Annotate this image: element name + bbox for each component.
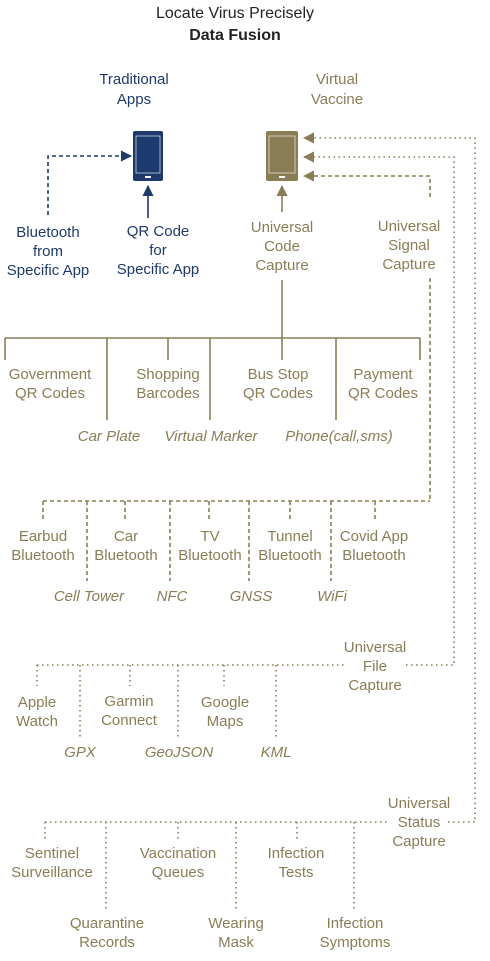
garmin-connect-label-1: Garmin <box>104 693 153 710</box>
signal-capture-tree <box>42 278 431 581</box>
vaccination-queues-label-1: Vaccination <box>140 845 216 862</box>
car-plate-label: Car Plate <box>78 428 141 445</box>
status-capture-tree <box>44 821 388 910</box>
qr-label-2: for <box>149 242 167 259</box>
file-capture-label-3: Capture <box>348 677 401 694</box>
code-capture-label-1: Universal <box>251 219 314 236</box>
geojson-label: GeoJSON <box>145 744 214 761</box>
qr-label-3: Specific App <box>117 261 200 278</box>
garmin-connect-label-2: Connect <box>101 712 158 729</box>
tunnel-bluetooth-label-1: Tunnel <box>267 528 312 545</box>
code-capture-tree <box>4 280 421 420</box>
signal-capture-arrow <box>302 170 431 197</box>
wearing-mask-label-2: Mask <box>218 934 254 951</box>
covid-app-bluetooth-label-1: Covid App <box>340 528 408 545</box>
tv-bluetooth-label-2: Bluetooth <box>178 547 241 564</box>
apple-watch-label-2: Watch <box>16 713 58 730</box>
virtual-marker-label: Virtual Marker <box>164 428 258 445</box>
google-maps-label-2: Maps <box>207 713 244 730</box>
status-capture-arrow <box>302 132 476 823</box>
virtual-vaccine-label-2: Vaccine <box>311 91 363 108</box>
tunnel-bluetooth-label-2: Bluetooth <box>258 547 321 564</box>
infection-tests-label-2: Tests <box>278 864 313 881</box>
code-capture-label-3: Capture <box>255 257 308 274</box>
file-capture-arrow <box>302 151 455 666</box>
earbud-bluetooth-label-1: Earbud <box>19 528 67 545</box>
bluetooth-label-1: Bluetooth <box>16 224 79 241</box>
infection-symptoms-label-2: Symptoms <box>320 934 391 951</box>
phone-call-sms-label: Phone(call,sms) <box>285 428 393 445</box>
apple-watch-label-1: Apple <box>18 694 56 711</box>
gpx-label: GPX <box>64 744 97 761</box>
virtual-vaccine-label-1: Virtual <box>316 71 358 88</box>
smartphone-navy-icon <box>133 131 163 181</box>
wearing-mask-label-1: Wearing <box>208 915 264 932</box>
bus-stop-qr-label-1: Bus Stop <box>248 366 309 383</box>
bluetooth-label-2: from <box>33 243 63 260</box>
sentinel-surveillance-label-2: Surveillance <box>11 864 93 881</box>
government-qr-label-2: QR Codes <box>15 385 85 402</box>
kml-label: KML <box>261 744 292 761</box>
signal-capture-label-1: Universal <box>378 218 441 235</box>
earbud-bluetooth-label-2: Bluetooth <box>11 547 74 564</box>
smartphone-olive-icon <box>266 131 298 181</box>
infection-symptoms-label-1: Infection <box>327 915 384 932</box>
traditional-apps-label-2: Apps <box>117 91 151 108</box>
gnss-label: GNSS <box>230 588 273 605</box>
file-capture-label-2: File <box>363 658 387 675</box>
google-maps-label-1: Google <box>201 694 249 711</box>
bluetooth-arrow <box>47 150 133 215</box>
signal-capture-label-3: Capture <box>382 256 435 273</box>
bus-stop-qr-label-2: QR Codes <box>243 385 313 402</box>
quarantine-records-label-1: Quarantine <box>70 915 144 932</box>
code-capture-label-2: Code <box>264 238 300 255</box>
traditional-apps-label-1: Traditional <box>99 71 168 88</box>
file-capture-label-1: Universal <box>344 639 407 656</box>
sentinel-surveillance-label-1: Sentinel <box>25 845 79 862</box>
payment-qr-label-2: QR Codes <box>348 385 418 402</box>
bluetooth-label-3: Specific App <box>7 262 90 279</box>
signal-capture-label-2: Signal <box>388 237 430 254</box>
cell-tower-label: Cell Tower <box>54 588 125 605</box>
covid-app-bluetooth-label-2: Bluetooth <box>342 547 405 564</box>
payment-qr-label-1: Payment <box>353 366 413 383</box>
car-bluetooth-label-2: Bluetooth <box>94 547 157 564</box>
quarantine-records-label-2: Records <box>79 934 135 951</box>
diagram-title: Locate Virus Precisely <box>156 5 314 22</box>
shopping-barcodes-label-1: Shopping <box>136 366 199 383</box>
infection-tests-label-1: Infection <box>268 845 325 862</box>
status-capture-label-2: Status <box>398 814 441 831</box>
tv-bluetooth-label-1: TV <box>200 528 219 545</box>
wifi-label: WiFi <box>317 588 348 605</box>
file-capture-tree <box>36 664 345 738</box>
status-capture-label-3: Capture <box>392 833 445 850</box>
car-bluetooth-label-1: Car <box>114 528 138 545</box>
government-qr-label-1: Government <box>9 366 92 383</box>
status-capture-label-1: Universal <box>388 795 451 812</box>
vaccination-queues-label-2: Queues <box>152 864 205 881</box>
shopping-barcodes-label-2: Barcodes <box>136 385 199 402</box>
qr-label-1: QR Code <box>127 223 190 240</box>
diagram-subtitle: Data Fusion <box>189 27 281 44</box>
nfc-label: NFC <box>157 588 188 605</box>
